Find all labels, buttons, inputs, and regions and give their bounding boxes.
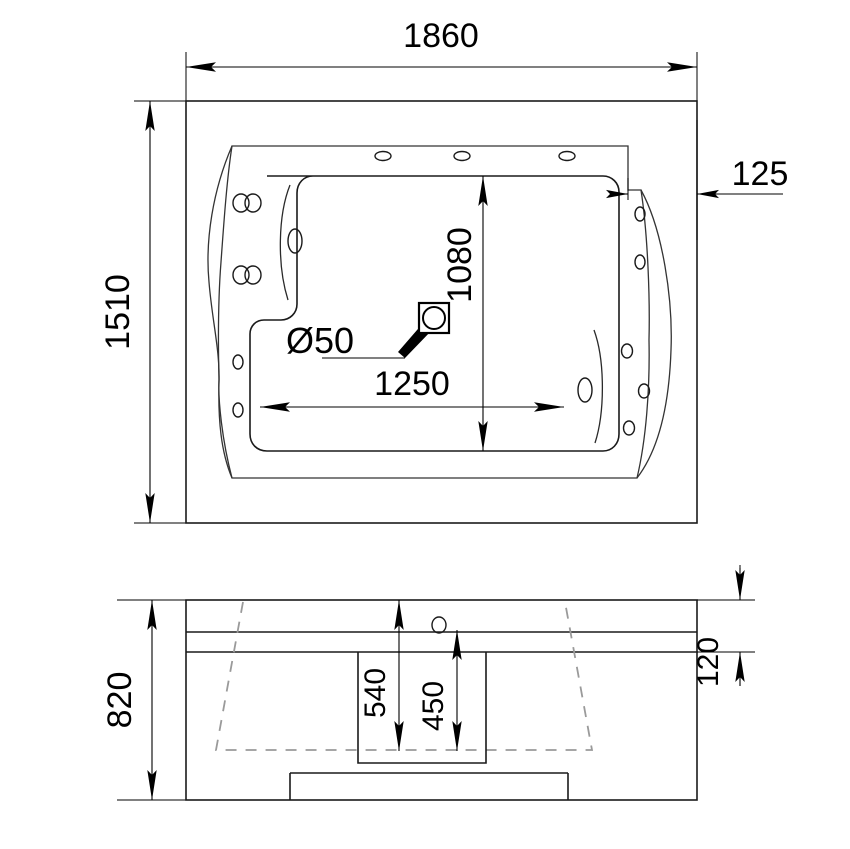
left-shell-hole-1 xyxy=(232,354,244,370)
right-jet-cluster-1 xyxy=(620,343,634,359)
dimension-overall-depth: 1510 xyxy=(99,100,196,524)
left-control-pair-upper xyxy=(232,193,262,213)
dimension-overflow-height: 450 xyxy=(417,630,462,751)
left-seat-jet xyxy=(287,228,303,254)
dim-label-rim-to-floor: 540 xyxy=(359,668,392,718)
dim-label-rim-thickness: 120 xyxy=(692,637,725,687)
elevation-hidden-basin-profile xyxy=(214,601,594,751)
dimension-rim-to-floor: 540 xyxy=(359,600,404,751)
tub-outer-footprint xyxy=(185,100,698,524)
right-seat-jet xyxy=(577,377,593,403)
right-shell-hole-2 xyxy=(634,254,646,270)
callout-label-drain: Ø50 xyxy=(286,320,354,361)
tub-inner-basin xyxy=(249,175,620,452)
rim-jet-hole-top-3 xyxy=(558,150,576,162)
dimension-overall-width: 1860 xyxy=(185,17,698,110)
right-jet-cluster-2 xyxy=(637,383,651,399)
elevation-view: 820 540 450 xyxy=(101,565,755,801)
dimension-edge-offset: 125 xyxy=(606,120,789,240)
left-shell-hole-2 xyxy=(232,402,244,418)
dimension-rim-thickness: 120 xyxy=(692,565,755,687)
drain-detail-circle xyxy=(422,306,446,330)
dim-label-overflow-height: 450 xyxy=(417,681,450,731)
left-headrest-arc xyxy=(279,184,291,301)
dim-label-overall-depth: 1510 xyxy=(99,274,137,350)
dimension-inner-width: 1250 xyxy=(260,365,564,412)
dim-label-inner-depth: 1080 xyxy=(441,227,479,303)
elevation-overflow-hole xyxy=(431,616,447,634)
elevation-inner-recess xyxy=(357,652,487,764)
dimension-overall-height: 820 xyxy=(101,599,195,801)
callout-drain-diameter: Ø50 xyxy=(286,301,451,361)
right-headrest-arc xyxy=(593,329,603,444)
left-control-pair-lower xyxy=(232,265,262,285)
rim-jet-hole-top-1 xyxy=(374,150,392,162)
tub-shell-left-curve xyxy=(207,145,233,479)
right-jet-cluster-3 xyxy=(622,420,636,436)
rim-jet-hole-top-2 xyxy=(453,150,471,162)
tub-shell-right-bulge xyxy=(636,189,672,479)
dim-label-inner-width: 1250 xyxy=(374,365,450,403)
tub-shell-outline xyxy=(217,145,650,479)
plan-view: 1860 1510 xyxy=(99,17,789,524)
right-shell-hole-1 xyxy=(634,206,646,222)
dim-label-overall-height: 820 xyxy=(101,672,139,729)
dim-label-overall-width: 1860 xyxy=(403,17,479,55)
dim-label-edge-offset: 125 xyxy=(732,155,789,193)
elevation-base-plinth xyxy=(289,772,569,800)
elevation-body-outline xyxy=(185,599,698,801)
